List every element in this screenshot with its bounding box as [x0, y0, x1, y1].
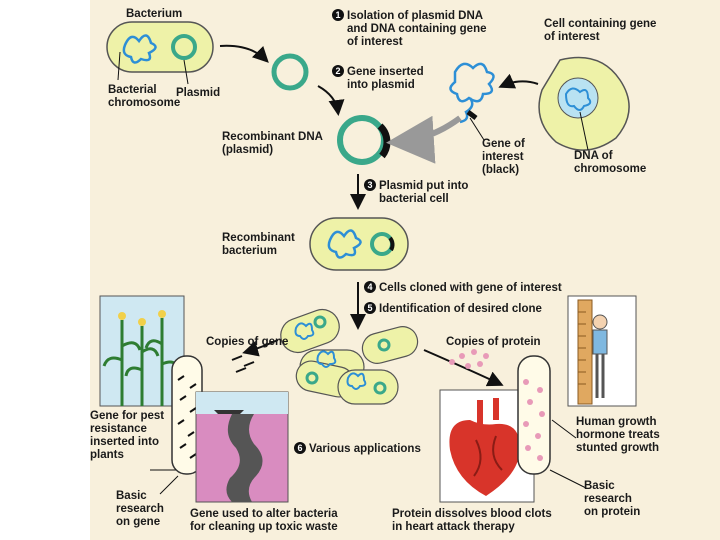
arrow-extract-dna — [498, 73, 539, 89]
plasmid-label: Plasmid — [176, 87, 221, 99]
step-1-badge: 1 — [332, 9, 344, 21]
toxic-waste-image — [195, 391, 289, 503]
step-2-badge: 2 — [332, 65, 344, 77]
bacterial-chromosome-label: Bacterial chromosome — [108, 84, 181, 109]
gene-pointer — [469, 117, 485, 141]
human-growth-hormone-label: Human growth hormone treats stunted grow… — [576, 416, 660, 454]
protein-test-tube — [517, 355, 551, 475]
corn-plants-image — [99, 295, 185, 407]
step-2-text: Gene inserted into plasmid — [347, 66, 424, 91]
step-4-badge: 4 — [364, 281, 376, 293]
dna-of-chromosome-label: DNA of chromosome — [574, 150, 647, 175]
step-6-badge: 6 — [294, 442, 306, 454]
gene-insert-black — [466, 110, 478, 120]
copies-of-protein-label: Copies of protein — [446, 336, 541, 348]
recombinant-bacterium-label: Recombinant bacterium — [222, 232, 295, 257]
arrow-copies-gene — [242, 339, 279, 357]
chromosome-pointer — [117, 51, 121, 81]
step-4-text: Cells cloned with gene of interest — [379, 282, 562, 295]
recombinant-bacterium-cell — [309, 217, 409, 271]
protein-dissolves-label: Protein dissolves blood clots in heart a… — [392, 508, 552, 533]
copies-of-gene-label: Copies of gene — [206, 336, 289, 348]
donor-cell — [538, 56, 630, 151]
step-1-text: Isolation of plasmid DNA and DNA contain… — [347, 10, 487, 48]
arrow-gene-insert — [386, 115, 462, 164]
bacterium-label: Bacterium — [126, 8, 183, 20]
step-5-badge: 5 — [364, 302, 376, 314]
basic-research-gene-label: Basic research on gene — [116, 490, 164, 528]
growth-chart-image — [567, 295, 637, 407]
plasmid-pointer — [183, 59, 189, 85]
recombinant-plasmid — [337, 115, 391, 165]
dna-chromosome-pointer — [579, 111, 589, 151]
gene-pest-resistance-label: Gene for pest resistance inserted into p… — [90, 410, 165, 461]
cloned-cells — [280, 308, 419, 405]
step-3-text: Plasmid put into bacterial cell — [379, 180, 469, 205]
step-3-badge: 3 — [364, 179, 376, 191]
step-5-text: Identification of desired clone — [379, 303, 542, 316]
cell-containing-gene-label: Cell containing gene of interest — [544, 18, 657, 43]
heart-image — [439, 389, 535, 503]
arrow-copies-protein — [423, 349, 504, 387]
step-6-text: Various applications — [309, 443, 421, 456]
basic-research-protein-label: Basic research on protein — [584, 480, 641, 518]
bacterium-cell — [106, 21, 214, 73]
isolated-plasmid — [271, 53, 309, 91]
arrow-isolate-plasmid — [219, 44, 269, 63]
arrow-to-recombinant — [317, 85, 345, 116]
recombinant-dna-label: Recombinant DNA (plasmid) — [222, 131, 323, 156]
gene-copies — [231, 347, 259, 373]
protein-copies — [449, 349, 489, 369]
gene-fragments — [449, 62, 495, 124]
gene-of-interest-label: Gene of interest (black) — [482, 138, 525, 176]
gene-alter-bacteria-label: Gene used to alter bacteria for cleaning… — [190, 508, 338, 533]
